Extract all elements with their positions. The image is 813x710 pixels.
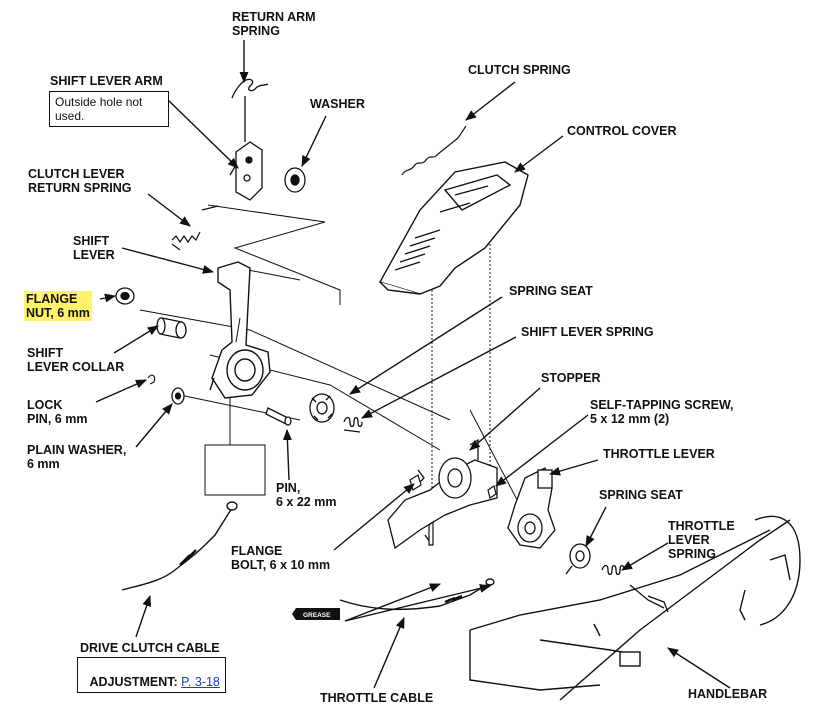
control-cover-label: CONTROL COVER bbox=[567, 124, 677, 138]
shift-lever-spring-label: SHIFT LEVER SPRING bbox=[521, 325, 654, 339]
return-arm-spring-part bbox=[231, 78, 269, 142]
lock-pin-part bbox=[147, 374, 156, 385]
pin-part bbox=[265, 407, 292, 426]
grease-tube-icon: GREASE bbox=[292, 608, 340, 620]
clutch-spring-label: CLUTCH SPRING bbox=[468, 63, 571, 77]
leader-arrows bbox=[95, 40, 731, 689]
clutch-lever-return-spring-label: CLUTCH LEVER RETURN SPRING bbox=[28, 167, 132, 195]
spring-seat-right-part bbox=[565, 543, 591, 575]
flange-nut-part bbox=[115, 287, 135, 305]
shift-lever-collar-label: SHIFT LEVER COLLAR bbox=[27, 346, 125, 374]
shift-lever-spring-part bbox=[343, 416, 363, 433]
adjustment-label: ADJUSTMENT: bbox=[89, 675, 182, 689]
plain-washer-label: PLAIN WASHER, 6 mm bbox=[27, 443, 127, 471]
shift-lever-label: SHIFT LEVER bbox=[73, 234, 115, 262]
handlebar-part bbox=[469, 515, 801, 701]
shift-lever-arm-label: SHIFT LEVER ARM bbox=[50, 74, 163, 88]
drive-clutch-cable-label: DRIVE CLUTCH CABLE bbox=[80, 641, 220, 655]
stopper-assembly-part bbox=[387, 438, 498, 550]
throttle-lever-label: THROTTLE LEVER bbox=[603, 447, 715, 461]
spring-seat-left-part bbox=[309, 393, 335, 423]
flange-nut-label: FLANGE NUT, 6 mm bbox=[24, 291, 92, 321]
svg-text:GREASE: GREASE bbox=[303, 612, 331, 619]
throttle-cable-part bbox=[339, 578, 495, 611]
washer-label: WASHER bbox=[310, 97, 365, 111]
adjustment-page-link[interactable]: P. 3-18 bbox=[181, 675, 220, 689]
shift-lever-arm-note: Outside hole not used. bbox=[49, 91, 169, 127]
plain-washer-part bbox=[171, 387, 185, 405]
pin-label: PIN, 6 x 22 mm bbox=[276, 481, 337, 509]
shift-lever-collar-part bbox=[156, 317, 187, 339]
lock-pin-label: LOCK PIN, 6 mm bbox=[27, 398, 88, 426]
drive-clutch-cable-part bbox=[121, 444, 266, 591]
handlebar-label: HANDLEBAR bbox=[688, 687, 768, 701]
screws-part bbox=[409, 474, 497, 546]
spring-seat-label-1: SPRING SEAT bbox=[509, 284, 593, 298]
shift-lever-part bbox=[209, 261, 271, 399]
stopper-label: STOPPER bbox=[541, 371, 601, 385]
throttle-lever-spring-label: THROTTLE LEVER SPRING bbox=[668, 519, 735, 561]
return-arm-spring-label: RETURN ARM SPRING bbox=[232, 10, 316, 38]
throttle-cable-label: THROTTLE CABLE bbox=[320, 691, 434, 705]
clutch-lever-return-spring-part bbox=[171, 205, 219, 251]
washer-part bbox=[284, 167, 306, 193]
control-cover-part bbox=[378, 161, 529, 295]
flange-bolt-label: FLANGE BOLT, 6 x 10 mm bbox=[231, 544, 331, 572]
self-tapping-screw-label: SELF-TAPPING SCREW, 5 x 12 mm (2) bbox=[590, 398, 734, 426]
throttle-lever-spring-part bbox=[601, 564, 669, 613]
spring-seat-label-2: SPRING SEAT bbox=[599, 488, 683, 502]
adjustment-box: ADJUSTMENT: P. 3-18 bbox=[77, 657, 226, 693]
shift-lever-arm-part bbox=[229, 141, 263, 201]
clutch-spring-part bbox=[401, 125, 467, 176]
throttle-lever-part bbox=[507, 467, 556, 549]
